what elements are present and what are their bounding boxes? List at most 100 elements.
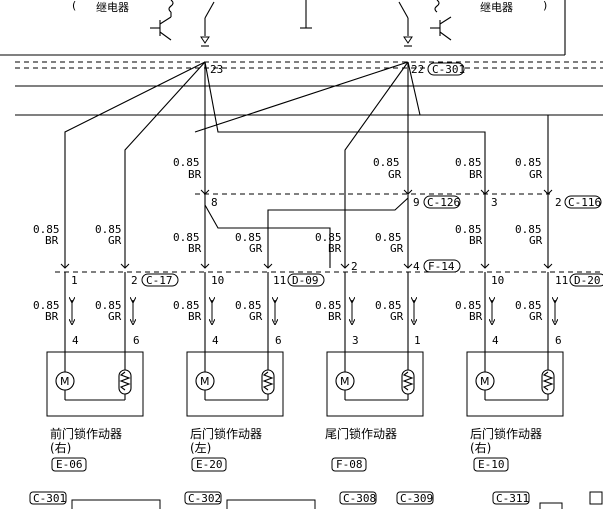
actuator-name: 前门锁作动器: [50, 426, 122, 441]
svg-text:0.85: 0.85: [375, 299, 402, 312]
svg-text:BR: BR: [328, 310, 342, 323]
svg-text:0.85: 0.85: [33, 299, 60, 312]
svg-text:0.85: 0.85: [173, 299, 200, 312]
actuator-side: (左): [190, 440, 211, 455]
junction-pin-2: 2: [555, 196, 562, 209]
svg-text:BR: BR: [469, 310, 483, 323]
bottom-connector-row: C-301 C-302 C-308 C-309 C-311: [29, 491, 603, 509]
actuator-pin: 4: [72, 334, 79, 347]
svg-text:BR: BR: [188, 168, 202, 181]
svg-text:BR: BR: [188, 310, 202, 323]
actuator-name: 尾门锁作动器: [325, 426, 397, 441]
connector-chevrons: [60, 189, 553, 269]
svg-text:GR: GR: [390, 242, 404, 255]
mid-code-d20: D-20: [574, 274, 601, 287]
svg-text:): ): [543, 0, 547, 12]
svg-text:GR: GR: [388, 168, 402, 181]
svg-text:GR: GR: [529, 168, 543, 181]
actuator-pin: 3: [352, 334, 359, 347]
svg-text:0.85: 0.85: [235, 231, 262, 244]
mid-code-f14: F-14: [428, 260, 455, 273]
svg-text:0.85: 0.85: [173, 156, 200, 169]
svg-text:BR: BR: [45, 234, 59, 247]
actuator-side: (右): [50, 440, 71, 455]
top-connector-pin-right: 22: [411, 63, 424, 76]
bottom-connector-code: C-308: [343, 492, 376, 505]
svg-text:(: (: [72, 0, 76, 12]
svg-text:0.85: 0.85: [515, 223, 542, 236]
actuator-rear-left: M: [186, 351, 284, 417]
top-connector-code: C-301: [432, 63, 465, 76]
svg-text:BR: BR: [45, 310, 59, 323]
actuator-pin: 4: [212, 334, 219, 347]
svg-text:GR: GR: [249, 242, 263, 255]
double-arrows: [72, 300, 555, 322]
actuator-code: E-20: [196, 458, 223, 471]
svg-text:BR: BR: [469, 234, 483, 247]
svg-text:BR: BR: [469, 168, 483, 181]
svg-text:0.85: 0.85: [235, 299, 262, 312]
bottom-connector-code: C-301: [33, 492, 66, 505]
svg-text:GR: GR: [108, 310, 122, 323]
svg-text:0.85: 0.85: [455, 299, 482, 312]
junction-code-c116: C-116: [568, 196, 601, 209]
actuator-front-right: M: [46, 351, 144, 417]
junction-pin-3: 3: [491, 196, 498, 209]
mid-pin: 2: [131, 274, 138, 287]
mid-code-d09: D-09: [292, 274, 319, 287]
actuator-pin: 1: [414, 334, 421, 347]
junction-pin-8: 8: [211, 196, 218, 209]
bottom-connector-code: C-309: [400, 492, 433, 505]
wires-to-actuators: [64, 272, 549, 352]
mid-pin: 10: [491, 274, 504, 287]
actuator-side: (右): [470, 440, 491, 455]
actuator-name: 后门锁作动器: [190, 426, 262, 441]
transistor-icon: [150, 12, 452, 41]
svg-text:GR: GR: [390, 310, 404, 323]
mid-pin: 4: [413, 260, 420, 273]
mid-code-c17: C-17: [146, 274, 173, 287]
junction-pin-9: 9: [413, 196, 420, 209]
relay-area: ( 继电器 继电器 ): [0, 0, 566, 56]
wires-from-22: [194, 61, 549, 268]
actuator-code: F-08: [336, 458, 363, 471]
junction-code-c126: C-126: [427, 196, 460, 209]
actuator-code: E-06: [56, 458, 83, 471]
actuator-name: 后门锁作动器: [470, 426, 542, 441]
mid-pin: 1: [71, 274, 78, 287]
ground-icon: [300, 0, 312, 29]
svg-text:0.85: 0.85: [173, 231, 200, 244]
relay-label-left: 继电器: [96, 1, 129, 14]
wires-from-23: [64, 61, 486, 268]
svg-text:M: M: [480, 375, 490, 388]
actuator-pin: 6: [275, 334, 282, 347]
top-connector-pin-left: 23: [210, 63, 223, 76]
svg-text:0.85: 0.85: [95, 223, 122, 236]
svg-text:0.85: 0.85: [33, 223, 60, 236]
bottom-connector-code: C-311: [496, 492, 529, 505]
svg-text:0.85: 0.85: [515, 299, 542, 312]
mid-pin: 11: [273, 274, 286, 287]
svg-text:0.85: 0.85: [375, 231, 402, 244]
svg-text:0.85: 0.85: [315, 299, 342, 312]
actuator-pin: 6: [133, 334, 140, 347]
svg-text:BR: BR: [188, 242, 202, 255]
svg-text:GR: GR: [529, 310, 543, 323]
svg-text:GR: GR: [529, 234, 543, 247]
svg-text:0.85: 0.85: [455, 156, 482, 169]
svg-text:M: M: [340, 375, 350, 388]
mid-pin: 2: [351, 260, 358, 273]
svg-text:BR: BR: [328, 242, 342, 255]
svg-text:0.85: 0.85: [95, 299, 122, 312]
svg-text:0.85: 0.85: [373, 156, 400, 169]
bottom-connector-code: C-302: [188, 492, 221, 505]
mid-pin: 11: [555, 274, 568, 287]
actuator-code: E-10: [478, 458, 505, 471]
relay-label-right: 继电器: [480, 1, 513, 14]
svg-text:GR: GR: [108, 234, 122, 247]
svg-text:GR: GR: [249, 310, 263, 323]
